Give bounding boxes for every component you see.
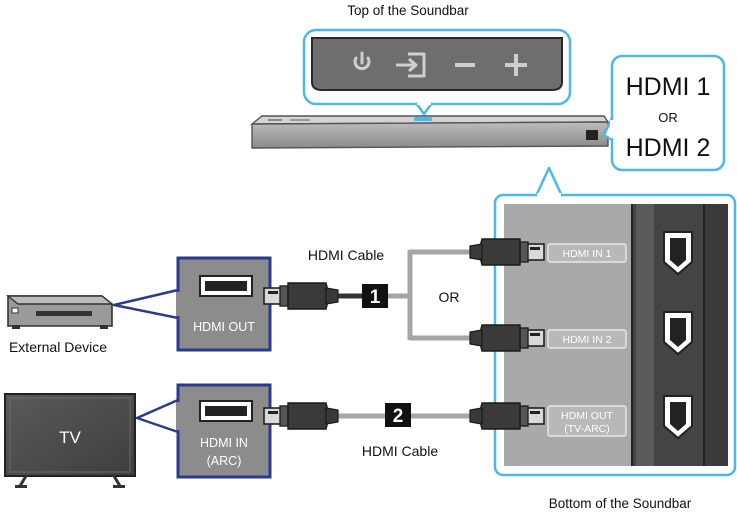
- hdmi-plug: [264, 403, 338, 429]
- hdmi1-label: HDMI 1: [626, 73, 711, 101]
- tv-port-label-line1: HDMI IN: [200, 436, 248, 450]
- hdmi-plug: [264, 283, 338, 309]
- minus-icon: [455, 63, 475, 67]
- plus-icon: [505, 54, 527, 76]
- tv: [4, 393, 136, 488]
- tv-port-label-line2: (ARC): [207, 454, 242, 468]
- port-label-box: [547, 405, 627, 437]
- source-icon: [396, 52, 426, 78]
- port-label-box: [547, 243, 627, 263]
- hdmi-socket: [663, 231, 693, 276]
- hdmi-port-callout: [602, 54, 726, 172]
- power-icon: [353, 51, 371, 71]
- bottom-of-soundbar-label: Bottom of the Soundbar: [549, 496, 692, 511]
- port-label-hdmi-in-1: HDMI IN 1: [562, 248, 611, 260]
- hdmi-socket: [663, 395, 693, 440]
- step-badge-1: [362, 284, 388, 308]
- port-label-box: [547, 329, 627, 349]
- tv-screen-label: TV: [59, 428, 81, 447]
- port-label-hdmi-out: HDMI OUT: [561, 410, 613, 422]
- ext-port-label: HDMI OUT: [193, 320, 255, 334]
- or-small-label: OR: [658, 110, 678, 125]
- ext-port-callout: [112, 256, 272, 352]
- or-middle-label: OR: [439, 289, 460, 305]
- hdmi-socket: [663, 311, 693, 356]
- external-device: [6, 295, 114, 329]
- tv-port-callout: [135, 383, 272, 479]
- external-device-label: External Device: [9, 339, 107, 355]
- soundbar: [249, 115, 610, 149]
- top-panel-callout: [302, 28, 572, 116]
- port-label-tv-arc: (TV-ARC): [564, 423, 610, 435]
- top-of-soundbar-label: Top of the Soundbar: [347, 3, 469, 18]
- hdmi-cable-label-top: HDMI Cable: [308, 247, 384, 263]
- step-badge-1-number: 1: [370, 287, 381, 308]
- port-label-hdmi-in-2: HDMI IN 2: [562, 334, 611, 346]
- hdmi2-label: HDMI 2: [626, 134, 711, 162]
- step-badge-2: [385, 403, 411, 427]
- hdmi-cable-label-bottom: HDMI Cable: [362, 443, 438, 459]
- step-badge-2-number: 2: [393, 406, 404, 427]
